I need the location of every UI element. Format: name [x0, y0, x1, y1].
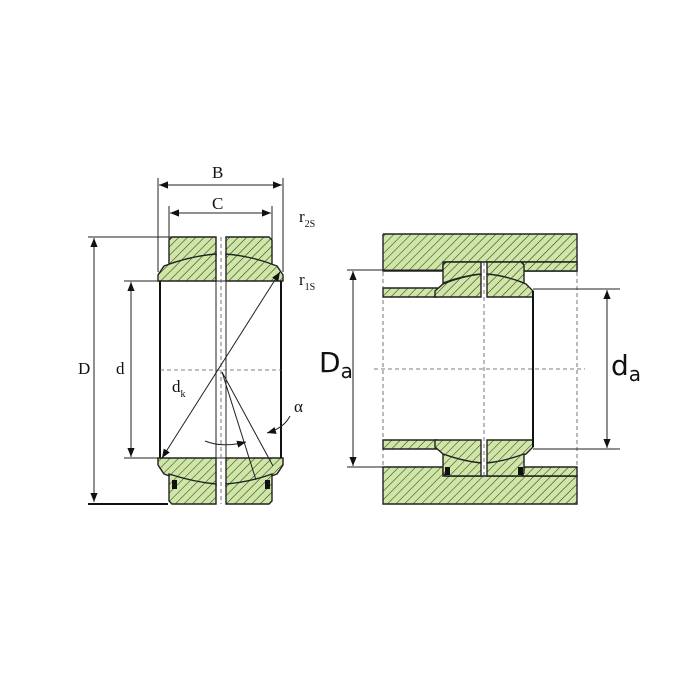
left-bearing-section: B C r2S r1S D d dk α: [78, 163, 315, 505]
label-dk: dk: [172, 377, 186, 400]
seal: [172, 480, 177, 489]
seal: [445, 467, 450, 475]
seal: [518, 467, 523, 475]
shaft-shoulder-bottom: [382, 439, 438, 450]
label-C: C: [212, 194, 223, 213]
shaft-shoulder-top: [382, 287, 438, 298]
label-alpha: α: [294, 397, 303, 416]
outer-ring-bottom: [168, 473, 217, 505]
right-mounting-section: Da da: [319, 233, 641, 505]
label-r2s: r2S: [299, 207, 315, 230]
label-da: da: [611, 349, 641, 386]
label-D: D: [78, 359, 90, 378]
label-r1s: r1S: [299, 270, 315, 293]
inner-ring-top: [157, 253, 217, 282]
label-Da: Da: [319, 346, 353, 383]
label-B: B: [212, 163, 223, 182]
seal: [265, 480, 270, 489]
label-d: d: [116, 359, 125, 378]
